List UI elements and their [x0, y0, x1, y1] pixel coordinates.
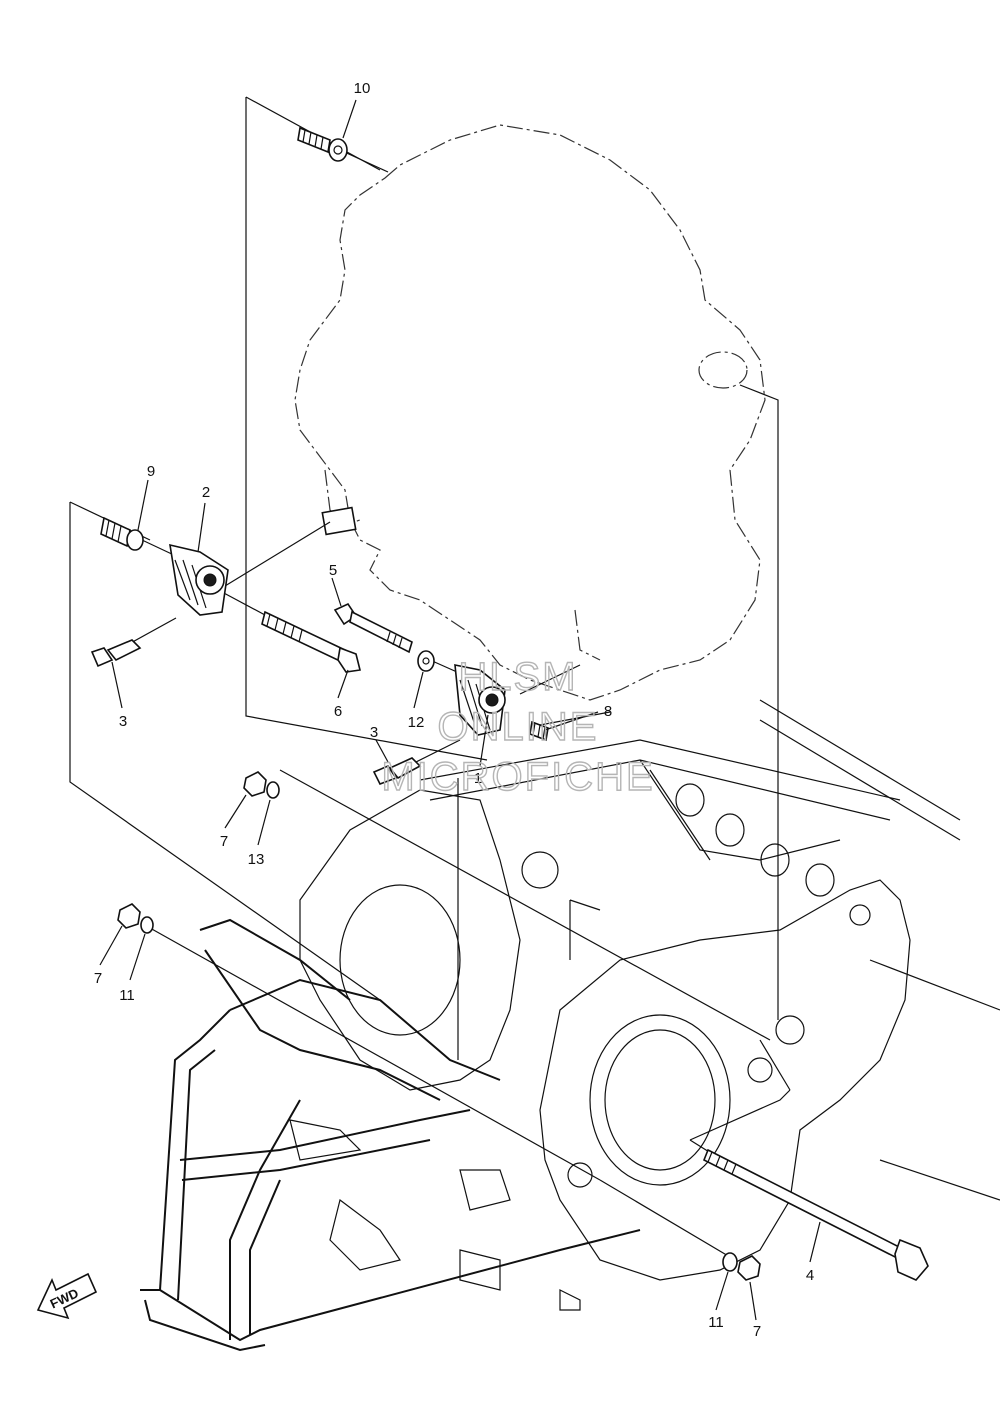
- part-5-bolt[interactable]: [333, 602, 413, 654]
- callout-11-right: 11: [708, 1314, 724, 1331]
- assembly-lines: [69, 96, 791, 1261]
- callouts: 10 9 2 3 6 5 12 3 1 8 7 13 7 11 4 11 7: [94, 80, 814, 1340]
- part-7-nut-right[interactable]: [737, 1255, 761, 1281]
- callout-7-right: 7: [753, 1323, 761, 1340]
- watermark: HLSM ONLINE MICROFICHE: [381, 654, 654, 799]
- callout-13: 13: [248, 851, 265, 868]
- part-13-washer[interactable]: [266, 781, 280, 799]
- part-6-long-bolt[interactable]: [261, 610, 361, 673]
- engine-outline: [294, 124, 766, 701]
- callout-3-center: 3: [370, 724, 378, 741]
- callout-4: 4: [806, 1267, 814, 1284]
- callout-10: 10: [354, 80, 371, 97]
- watermark-line3: MICROFICHE: [381, 755, 654, 799]
- frame: [140, 699, 1000, 1352]
- callout-6: 6: [334, 703, 342, 720]
- part-12-washer[interactable]: [417, 650, 435, 672]
- part-3-bolt-center[interactable]: [372, 757, 422, 786]
- fwd-arrow: FWD: [36, 1272, 98, 1320]
- callout-1: 1: [474, 770, 482, 787]
- part-2-engine-bracket[interactable]: [169, 543, 229, 616]
- callout-5: 5: [329, 562, 337, 579]
- callout-2: 2: [202, 484, 210, 501]
- part-11-washer-right[interactable]: [722, 1252, 738, 1272]
- callout-7-upper: 7: [220, 833, 228, 850]
- callout-3-left: 3: [119, 713, 127, 730]
- part-4-through-bolt[interactable]: [702, 1148, 929, 1281]
- part-8-stud[interactable]: [529, 720, 549, 742]
- callout-9: 9: [147, 463, 155, 480]
- callout-12: 12: [408, 714, 425, 731]
- part-7-nut-left[interactable]: [117, 903, 141, 929]
- part-3-bolt-left[interactable]: [90, 639, 142, 668]
- part-1-engine-bracket[interactable]: [454, 664, 506, 736]
- part-9-bolt[interactable]: [100, 516, 144, 551]
- watermark-line2: ONLINE: [438, 705, 599, 749]
- callout-leaders: [99, 99, 821, 1321]
- callout-8: 8: [604, 703, 612, 720]
- part-11-washer-left[interactable]: [140, 916, 154, 934]
- watermark-line1: HLSM: [458, 655, 577, 699]
- part-7-nut-upper[interactable]: [243, 771, 267, 797]
- part-10-bolt[interactable]: [297, 126, 348, 162]
- callout-7-left: 7: [94, 970, 102, 987]
- callout-11-left: 11: [119, 987, 135, 1004]
